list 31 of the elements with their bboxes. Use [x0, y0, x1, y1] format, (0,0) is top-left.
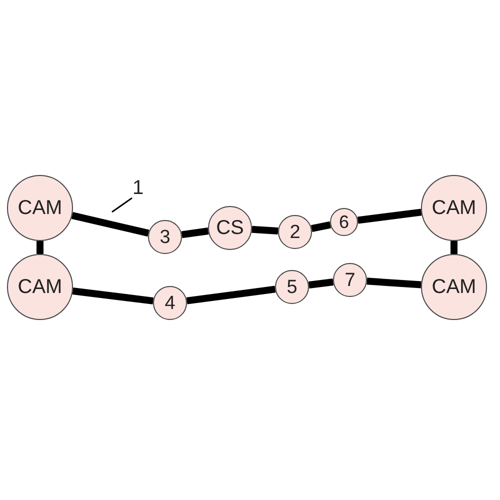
pulley-label: CS: [216, 218, 244, 238]
pulley: [333, 263, 367, 297]
pulley-label: CAM: [18, 277, 62, 297]
belt: [357, 208, 422, 224]
belt: [181, 228, 209, 238]
pulley-label: CAM: [18, 198, 62, 218]
pulley-label: CAM: [432, 277, 476, 297]
pulley: [153, 286, 187, 320]
belt: [36, 241, 44, 254]
belt: [71, 212, 150, 237]
leader-line: [112, 197, 132, 213]
belt: [72, 288, 154, 304]
pulley: [278, 215, 312, 249]
pulley-label: 2: [290, 222, 300, 242]
belt: [186, 286, 276, 304]
belt: [450, 241, 458, 254]
belt: [252, 226, 278, 234]
belt: [366, 278, 422, 288]
pulley: [275, 270, 309, 304]
pulley: [330, 208, 358, 236]
pulley-label: 3: [160, 228, 170, 246]
pulley-label: 6: [338, 213, 349, 231]
pulley-label: CAM: [432, 198, 476, 218]
belt: [310, 221, 331, 232]
pulley-label: 7: [344, 270, 356, 290]
callout-number: 1: [132, 178, 144, 198]
pulley: [148, 220, 182, 254]
pulley-label: 4: [164, 294, 176, 312]
pulley-label: 5: [286, 278, 298, 296]
belt: [308, 278, 334, 288]
pulley: [208, 206, 252, 250]
